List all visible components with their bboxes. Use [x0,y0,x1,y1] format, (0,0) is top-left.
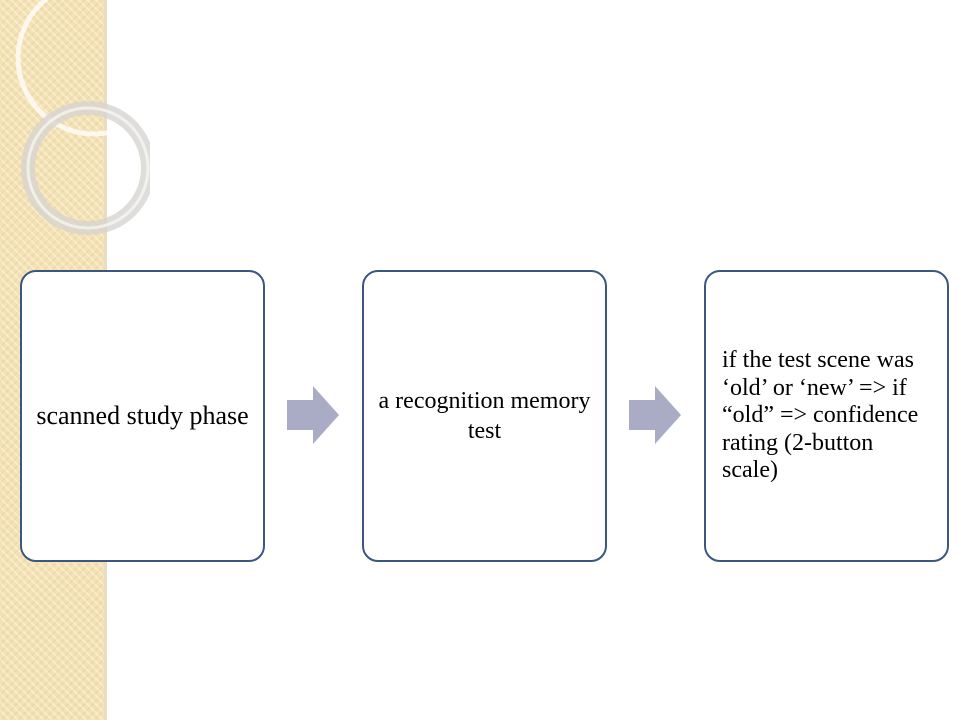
step-label-study-phase: scanned study phase [36,401,249,431]
flow-arrow-2-shape [629,386,681,444]
step-box-study-phase: scanned study phase [20,270,265,562]
decorative-ring-large [15,0,150,137]
step-box-recognition-test: a recognition memory test [362,270,607,562]
flow-arrow-2 [629,386,681,444]
flow-arrow-1 [287,386,339,444]
step-label-recognition-test: a recognition memory test [378,388,609,444]
flow-arrow-1-shape [287,386,339,444]
decorative-ring-highlight [26,106,150,230]
decorative-rings [15,0,150,235]
step-box-confidence-rating: if the test scene was ‘old’ or ‘new’ => … [704,270,949,562]
step-label-confidence-rating: if the test scene was ‘old’ or ‘new’ => … [722,347,919,484]
